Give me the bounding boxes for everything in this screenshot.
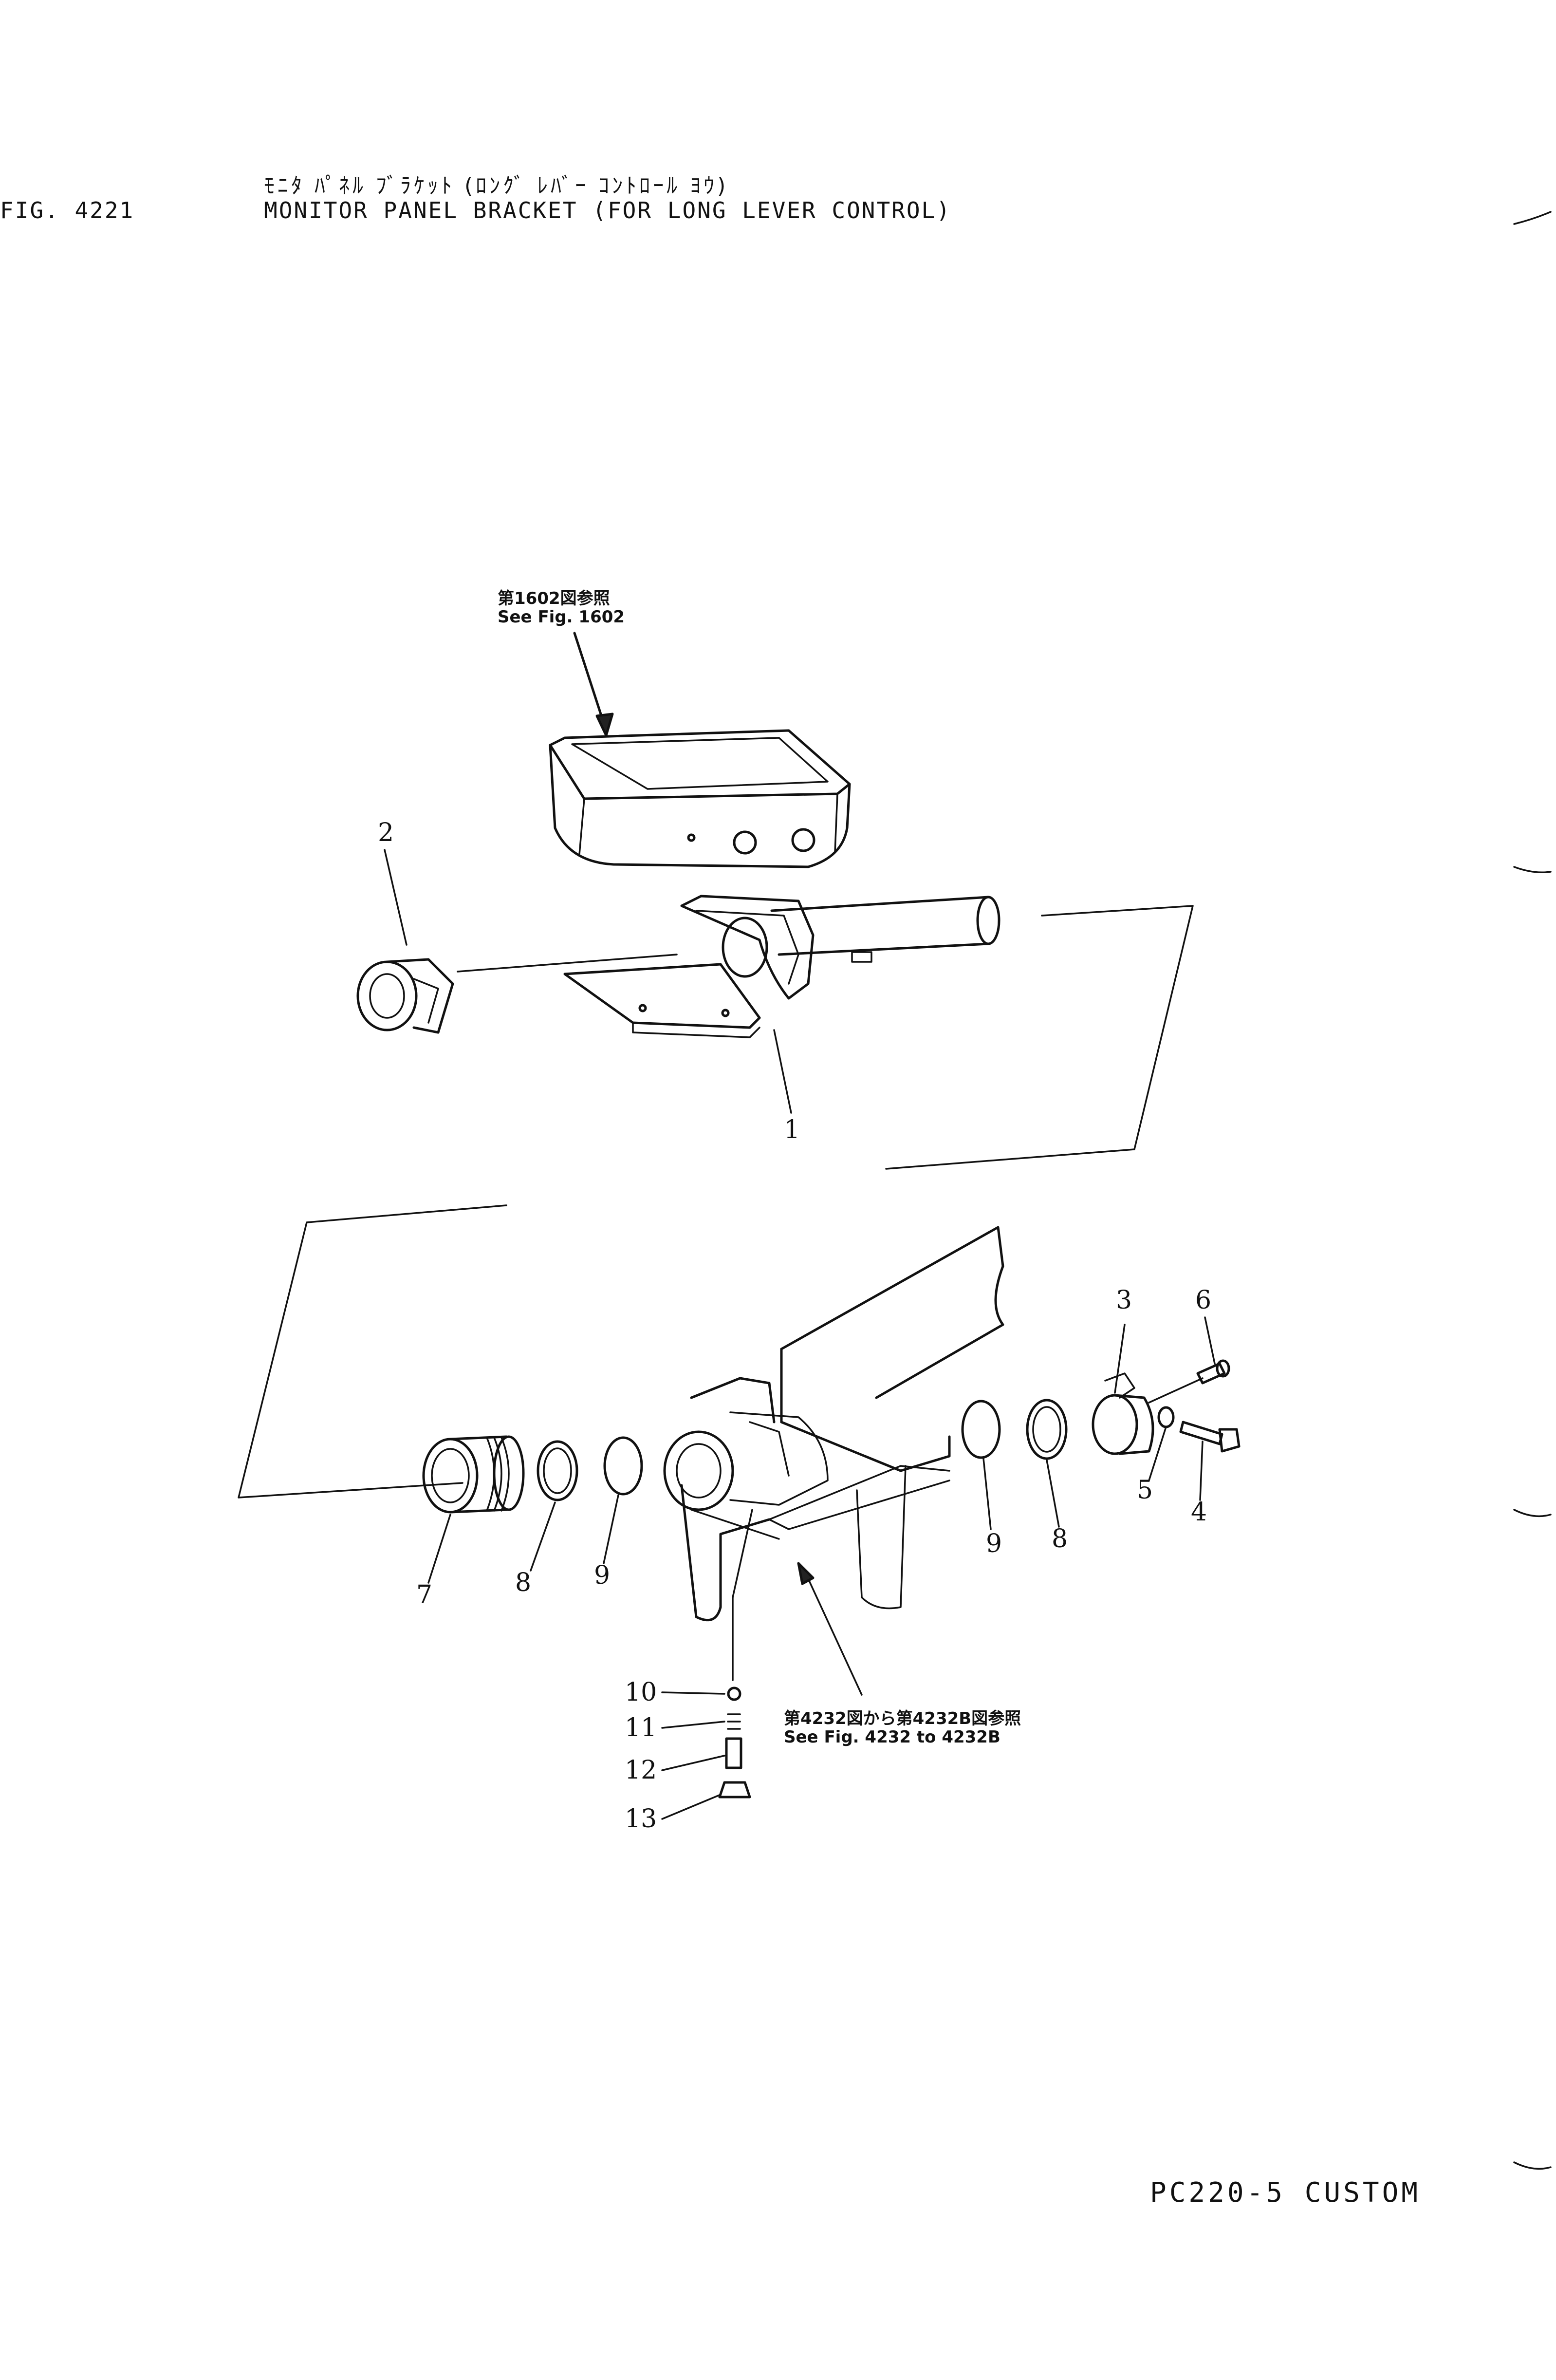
reference-note-frame-jp: 第4232図から第4232B図参照 [784,1709,1021,1728]
monitor-panel-drawing [549,729,851,868]
break-line-lower [238,1204,507,1499]
model-footer: PC220-5 CUSTOM [1150,2177,1421,2209]
edge-mark-3 [1513,1509,1552,1518]
part-11-spring-drawing [727,1713,741,1730]
part-9-oring-left-drawing [603,1436,643,1496]
part-9-oring-right-drawing [961,1400,1001,1459]
callout-8-right: 8 [1052,1524,1068,1554]
leader-part-4 [1199,1441,1204,1501]
part-13-cap-drawing [718,1781,751,1799]
leader-part-3 [1114,1324,1126,1394]
reference-note-frame: 第4232図から第4232B図参照 See Fig. 4232 to 4232B [784,1709,1021,1746]
grease-fitting-drawing [718,1509,753,1799]
part-2-cap-drawing [356,958,454,1034]
leader-part-5 [1148,1426,1167,1481]
break-line-upper [885,905,1194,1170]
callout-9-right: 9 [986,1529,1002,1558]
edge-mark-4 [1513,2161,1552,2170]
callout-1: 1 [784,1115,800,1144]
part-10-ball-drawing [727,1687,741,1701]
leader-part-9-right [982,1458,992,1530]
reference-note-monitor-en: See Fig. 1602 [498,607,625,627]
callout-8-left: 8 [515,1568,532,1597]
leader-frame-reference [802,1567,863,1696]
part-8-ring-left-drawing [537,1440,578,1501]
part-3-clamp-drawing [1092,1372,1154,1455]
leader-part-6 [1204,1316,1216,1365]
callout-9-left: 9 [594,1561,611,1590]
callout-11: 11 [625,1713,657,1743]
reference-note-monitor: 第1602図参照 See Fig. 1602 [498,589,625,626]
callout-6: 6 [1195,1286,1212,1315]
leader-part-8-left [530,1501,556,1572]
leader-part-8-right [1046,1459,1060,1528]
reference-note-monitor-jp: 第1602図参照 [498,589,610,608]
part-7-sleeve-drawing [422,1435,525,1514]
frame-drawing [663,1226,1004,1622]
callout-3: 3 [1116,1286,1132,1315]
assembly-line-part2 [457,954,678,973]
leader-monitor-arrowhead [595,712,614,737]
part-5-washer-drawing [1157,1406,1175,1428]
title-japanese: ﾓﾆﾀ ﾊﾟﾈﾙ ﾌﾞﾗｹｯﾄ (ﾛﾝｸﾞ ﾚﾊﾞｰ ｺﾝﾄﾛｰﾙ ﾖｳ) [264,173,729,198]
callout-12: 12 [625,1756,657,1785]
leader-part-13 [661,1794,722,1820]
leader-part-7 [427,1514,451,1584]
leader-part-1 [773,1029,792,1114]
leader-frame-arrowhead [797,1562,815,1585]
callout-13: 13 [625,1804,657,1834]
callout-10: 10 [625,1678,657,1707]
figure-number: FIG. 4221 [0,197,135,224]
reference-note-frame-en: See Fig. 4232 to 4232B [784,1727,1000,1747]
edge-mark-2 [1513,866,1552,873]
leader-part-9-left [603,1494,619,1564]
edge-mark-1 [1513,211,1552,225]
callout-4: 4 [1191,1498,1207,1527]
assembly-line-bolt [1148,1377,1204,1404]
callout-5: 5 [1137,1476,1153,1505]
callout-7: 7 [416,1580,433,1610]
part-8-ring-right-drawing [1026,1399,1068,1460]
leader-part-2 [384,849,408,946]
part-12-plug-drawing [725,1737,742,1769]
part-6-screw-drawing [1196,1359,1230,1385]
leader-part-12 [661,1755,725,1771]
part-1-bracket-drawing [563,895,1000,1038]
part-4-bolt-drawing [1179,1421,1241,1453]
page-title: MONITOR PANEL BRACKET (FOR LONG LEVER CO… [264,197,951,224]
leader-part-11 [661,1721,725,1729]
callout-2: 2 [378,818,394,847]
leader-part-10 [661,1691,725,1695]
